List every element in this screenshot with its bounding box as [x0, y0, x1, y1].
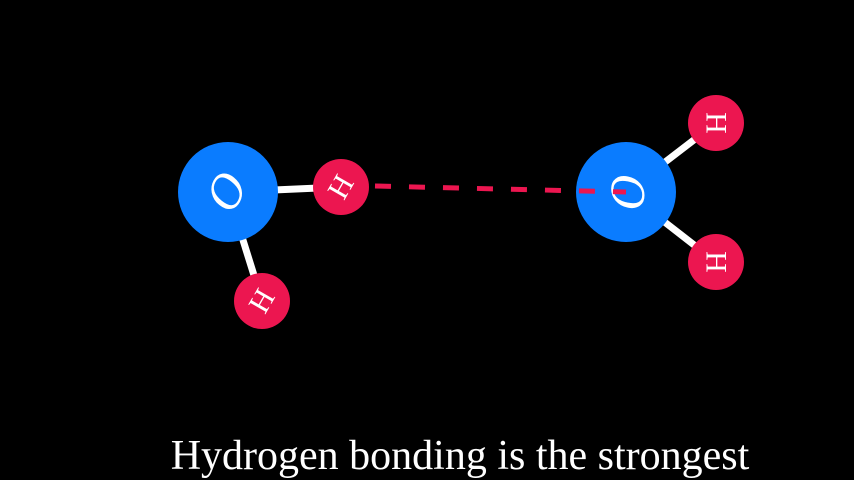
atom-label: H: [700, 112, 733, 134]
hydrogen-bond-dashed-line: [374, 183, 627, 195]
hydrogen-atom: [688, 95, 744, 151]
hydrogen-atom: [234, 273, 290, 329]
oxygen-atom: [178, 142, 278, 242]
hydrogen-atom: [313, 159, 369, 215]
atom-label: H: [700, 251, 733, 273]
caption-text: Hydrogen bonding is the strongest: [170, 433, 750, 479]
hydrogen-atom: [688, 234, 744, 290]
